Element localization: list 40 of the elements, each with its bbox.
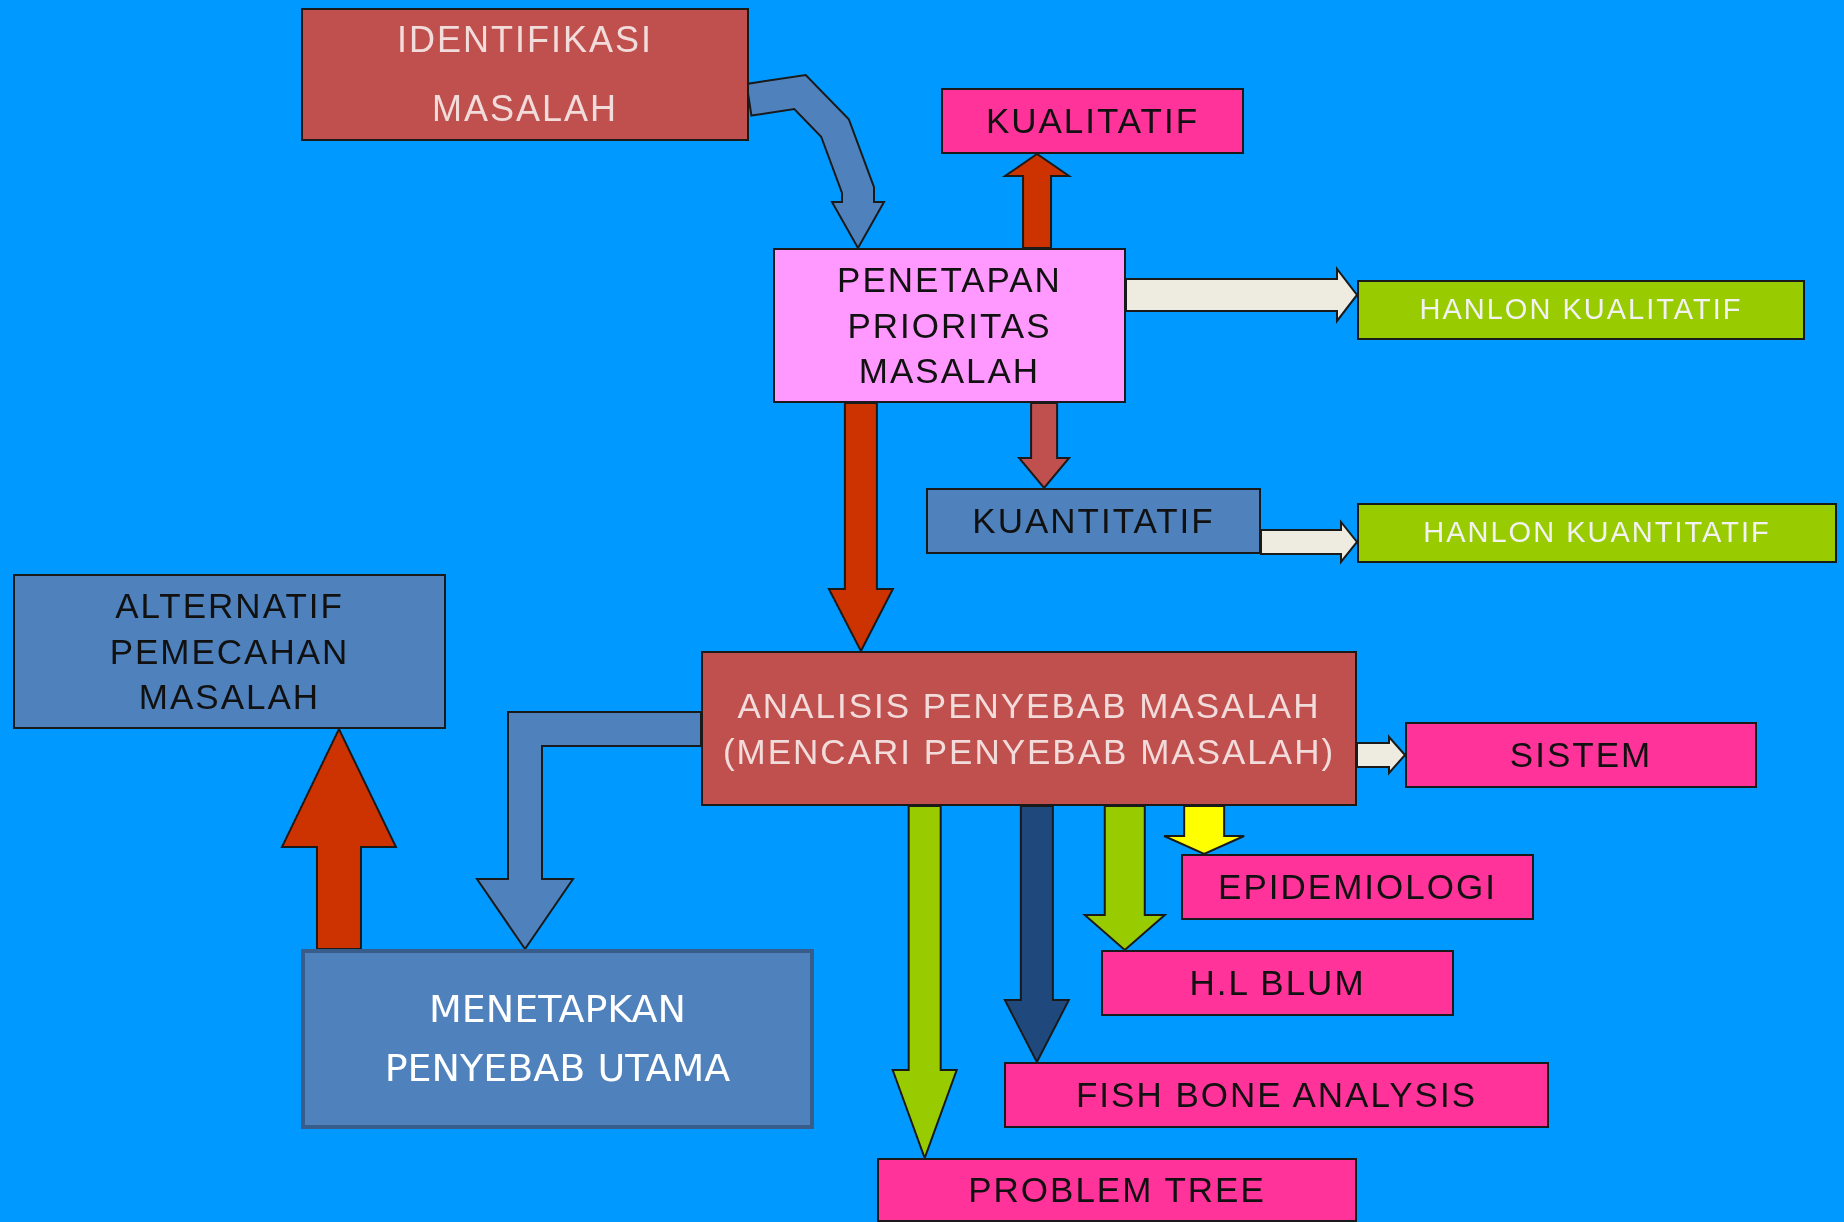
process-box <box>773 248 1126 403</box>
process-box <box>301 8 749 141</box>
block-arrow <box>891 805 959 1161</box>
box-label: MENETAPKAN PENYEBAB UTAMA <box>383 986 732 1092</box>
block-arrow <box>827 402 895 654</box>
block-arrow <box>1125 266 1359 324</box>
process-box <box>1004 1062 1549 1128</box>
process-box <box>1357 503 1837 563</box>
box-label: KUANTITATIF <box>971 500 1216 543</box>
process-box <box>1181 854 1534 920</box>
box-label: HANLON KUALITATIF <box>1418 292 1744 328</box>
block-arrow <box>1003 805 1071 1065</box>
block-arrow <box>1163 805 1246 856</box>
process-box <box>941 88 1244 154</box>
box-label: KUALITATIF <box>984 100 1201 143</box>
box-label: IDENTIFIKASI MASALAH <box>396 18 654 131</box>
process-box <box>877 1158 1357 1222</box>
process-box <box>701 651 1357 806</box>
block-arrow <box>1016 402 1072 490</box>
process-box <box>926 488 1261 554</box>
box-label: H.L BLUM <box>1188 962 1367 1005</box>
block-arrow <box>1001 152 1073 249</box>
process-box <box>1357 280 1805 340</box>
process-box <box>1405 722 1757 788</box>
box-label: ANALISIS PENYEBAB MASALAH (MENCARI PENYEBAB MASALAH) <box>721 685 1337 773</box>
box-label: PENETAPAN PRIORITAS MASALAH <box>836 259 1063 393</box>
box-label: ALTERNATIF PEMECAHAN MASALAH <box>108 585 351 719</box>
block-arrow <box>475 710 702 951</box>
box-label: SISTEM <box>1508 734 1654 777</box>
box-label: EPIDEMIOLOGI <box>1217 866 1498 909</box>
box-label: HANLON KUANTITATIF <box>1422 515 1772 551</box>
process-box <box>301 949 814 1129</box>
box-label: FISH BONE ANALYSIS <box>1075 1074 1478 1117</box>
block-arrow <box>1260 519 1359 565</box>
box-label: PROBLEM TREE <box>967 1169 1267 1212</box>
block-arrow <box>1082 805 1168 952</box>
process-box <box>1101 950 1454 1016</box>
block-arrow <box>280 726 398 950</box>
process-box <box>13 574 446 729</box>
block-arrow <box>1356 734 1407 776</box>
